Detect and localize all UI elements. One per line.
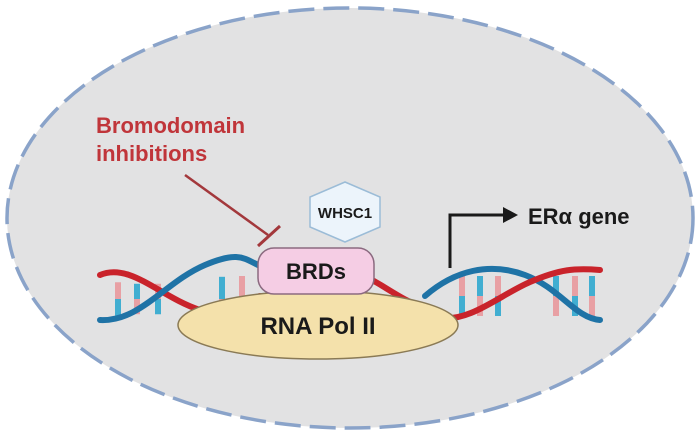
brds: BRDs bbox=[257, 247, 375, 295]
dna-left-blue-strand bbox=[97, 254, 273, 324]
rna-pol-ii-label: RNA Pol II bbox=[260, 313, 375, 340]
brds-box bbox=[257, 247, 375, 295]
gene-label: ERα gene bbox=[528, 204, 630, 229]
dna-right-blue-strand bbox=[422, 265, 603, 323]
whsc1-label: WHSC1 bbox=[318, 205, 372, 222]
dna-right-red-strand bbox=[437, 266, 603, 322]
inhibition-bar bbox=[256, 224, 282, 248]
whsc1: WHSC1 bbox=[309, 181, 381, 243]
transcription-arrow-line bbox=[448, 213, 505, 268]
whsc1-hexagon bbox=[309, 181, 381, 243]
inhibitor: Bromodomain inhibitions bbox=[96, 113, 282, 248]
brds-label: BRDs bbox=[286, 259, 346, 284]
inhibition-arrow bbox=[184, 173, 269, 237]
inhibitor-label-line1: Bromodomain bbox=[96, 113, 245, 138]
transcription-arrow: ERα gene bbox=[448, 204, 630, 268]
transcription-arrow-head bbox=[503, 207, 518, 223]
dna-right-segment bbox=[422, 265, 603, 323]
inhibitor-label-line2: inhibitions bbox=[96, 141, 207, 166]
rna-pol-ii: RNA Pol II bbox=[177, 290, 459, 360]
